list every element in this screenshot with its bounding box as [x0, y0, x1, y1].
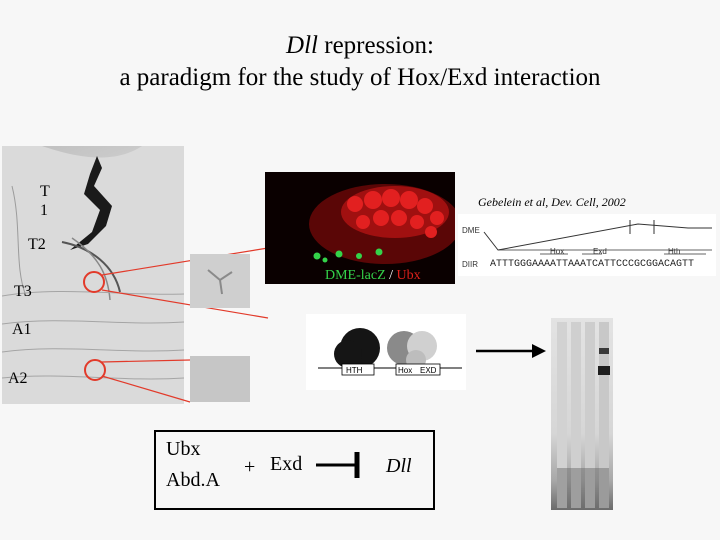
summary-factor-abda: Abd.A [166, 469, 220, 491]
summary-plus: + [244, 456, 256, 478]
citation: Gebelein et al, Dev. Cell, 2002 [478, 195, 626, 209]
summary-cofactor-exd: Exd [270, 453, 303, 475]
segment-label-t1: T 1 [40, 183, 50, 219]
fluorescence-label: DME-lacZ / Ubx [325, 268, 421, 284]
gel-shift-image [551, 318, 613, 510]
complex-label-hth: HTH [346, 366, 363, 375]
label-separator: / [385, 268, 397, 283]
slide-title: Dll repression: [0, 30, 720, 62]
site-label-exd: Exd [593, 247, 607, 256]
promoter-sequence: ATTTGGGAAAATTAAATCATTCCCGCGGACAGTT [490, 259, 695, 270]
label-dme-lacz: DME-lacZ [325, 268, 386, 283]
complex-label-exd: EXD [420, 366, 437, 375]
a1-region-circle [84, 359, 106, 381]
complex-drawing [318, 328, 462, 376]
segment-label-a2: A2 [8, 370, 28, 387]
promoter-drawing [483, 220, 712, 255]
gel-drawing [557, 322, 610, 508]
fluorescence-image [265, 172, 455, 284]
a1-inset-image [190, 356, 250, 402]
fluorescence-drawing [309, 184, 455, 264]
summary-factor-ubx: Ubx [166, 438, 201, 460]
promoter-diagram [458, 214, 716, 276]
site-label-hth: Hth [668, 247, 681, 256]
segment-label-t3: T3 [14, 283, 32, 300]
repression-symbol-icon [316, 452, 360, 478]
t3-region-circle [83, 271, 105, 293]
complex-label-hox: Hox [398, 366, 413, 375]
promoter-row-dme: DME [462, 226, 480, 235]
t3-inset-drawing [207, 269, 233, 295]
label-ubx: Ubx [396, 268, 421, 283]
promoter-row-diir: DIIR [462, 260, 478, 269]
complex-diagram [306, 314, 466, 390]
title-gene: Dll [286, 32, 318, 59]
summary-box [154, 430, 435, 510]
slide-subtitle: a paradigm for the study of Hox/Exd inte… [119, 64, 601, 91]
segment-label-a1: A1 [12, 321, 32, 338]
segment-label-t2: T2 [28, 236, 46, 253]
arrow-to-gel [476, 344, 546, 358]
site-label-hox: Hox [550, 247, 565, 256]
t3-inset-image [190, 254, 250, 308]
title-rest: repression: [318, 32, 434, 59]
summary-target-dll: Dll [386, 455, 412, 477]
